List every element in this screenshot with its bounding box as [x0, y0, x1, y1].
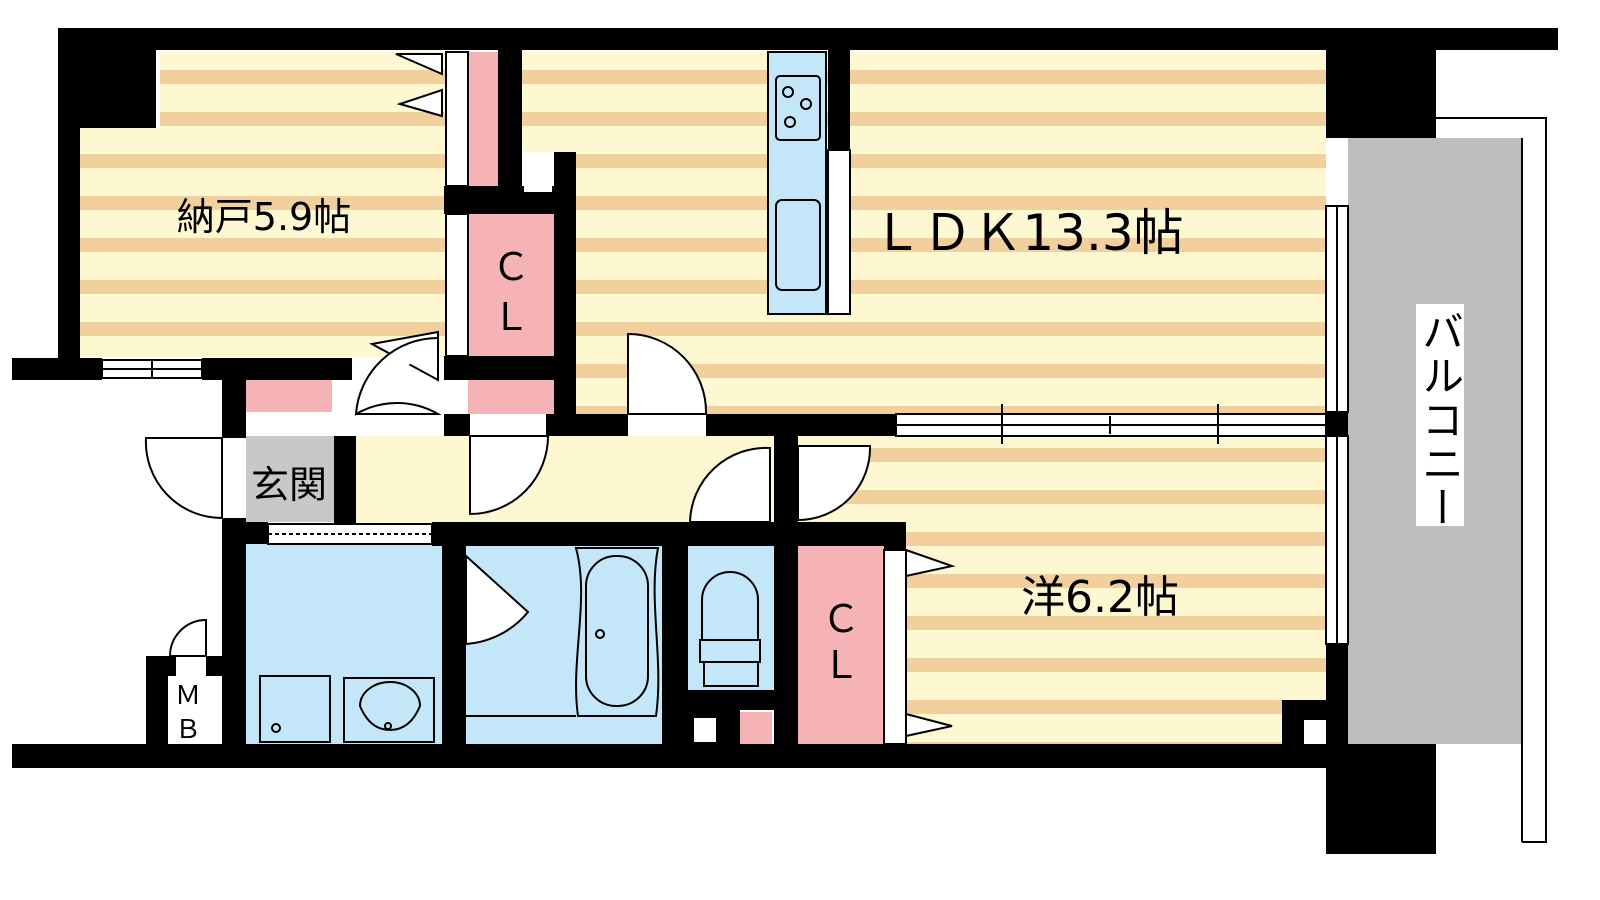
kitchen-counter: [767, 51, 827, 315]
entrance-label: 玄関: [251, 463, 327, 507]
western-room-label: 洋6.2帖: [1021, 572, 1179, 623]
walls: [12, 28, 1558, 854]
western-closet: [798, 546, 884, 744]
meter-box-label-m: Ｍ: [175, 681, 201, 711]
toilet-icon: [699, 571, 761, 687]
bathtub-icon: [466, 547, 660, 717]
washing-machine-icon: [259, 675, 331, 743]
wash-basin-icon: [343, 677, 435, 743]
windows: [101, 51, 1349, 745]
storage-closet-label-l: Ｌ: [492, 295, 530, 339]
storage-side-closet: [468, 52, 498, 190]
entrance-floor: [246, 436, 334, 522]
western-closet-label-l: Ｌ: [822, 643, 860, 687]
entrance-shoe-closet: [246, 380, 332, 412]
storage-closet: [468, 214, 554, 358]
hall-closet: [468, 380, 554, 414]
bathroom-floor: [466, 544, 662, 744]
ldk-label: ＬＤＫ13.3帖: [872, 204, 1183, 262]
kitchen-stove-icon: [775, 75, 821, 141]
meter-box-label-b: Ｂ: [175, 715, 201, 745]
doors: [144, 53, 956, 738]
balcony-label: バルコニー: [1416, 310, 1465, 530]
kitchen-sink-icon: [775, 199, 821, 291]
toilet-closet: [740, 712, 772, 744]
ldk-floor: [522, 52, 1326, 414]
toilet-floor: [688, 544, 774, 690]
balcony-label-bg: [1416, 304, 1464, 526]
western-closet-label-c: Ｃ: [822, 597, 860, 641]
storage-room-label: 納戸5.9帖: [177, 195, 351, 239]
storage-room-floor: [80, 52, 446, 357]
storage-closet-label-c: Ｃ: [492, 245, 530, 289]
balcony-railing: [1436, 117, 1547, 843]
